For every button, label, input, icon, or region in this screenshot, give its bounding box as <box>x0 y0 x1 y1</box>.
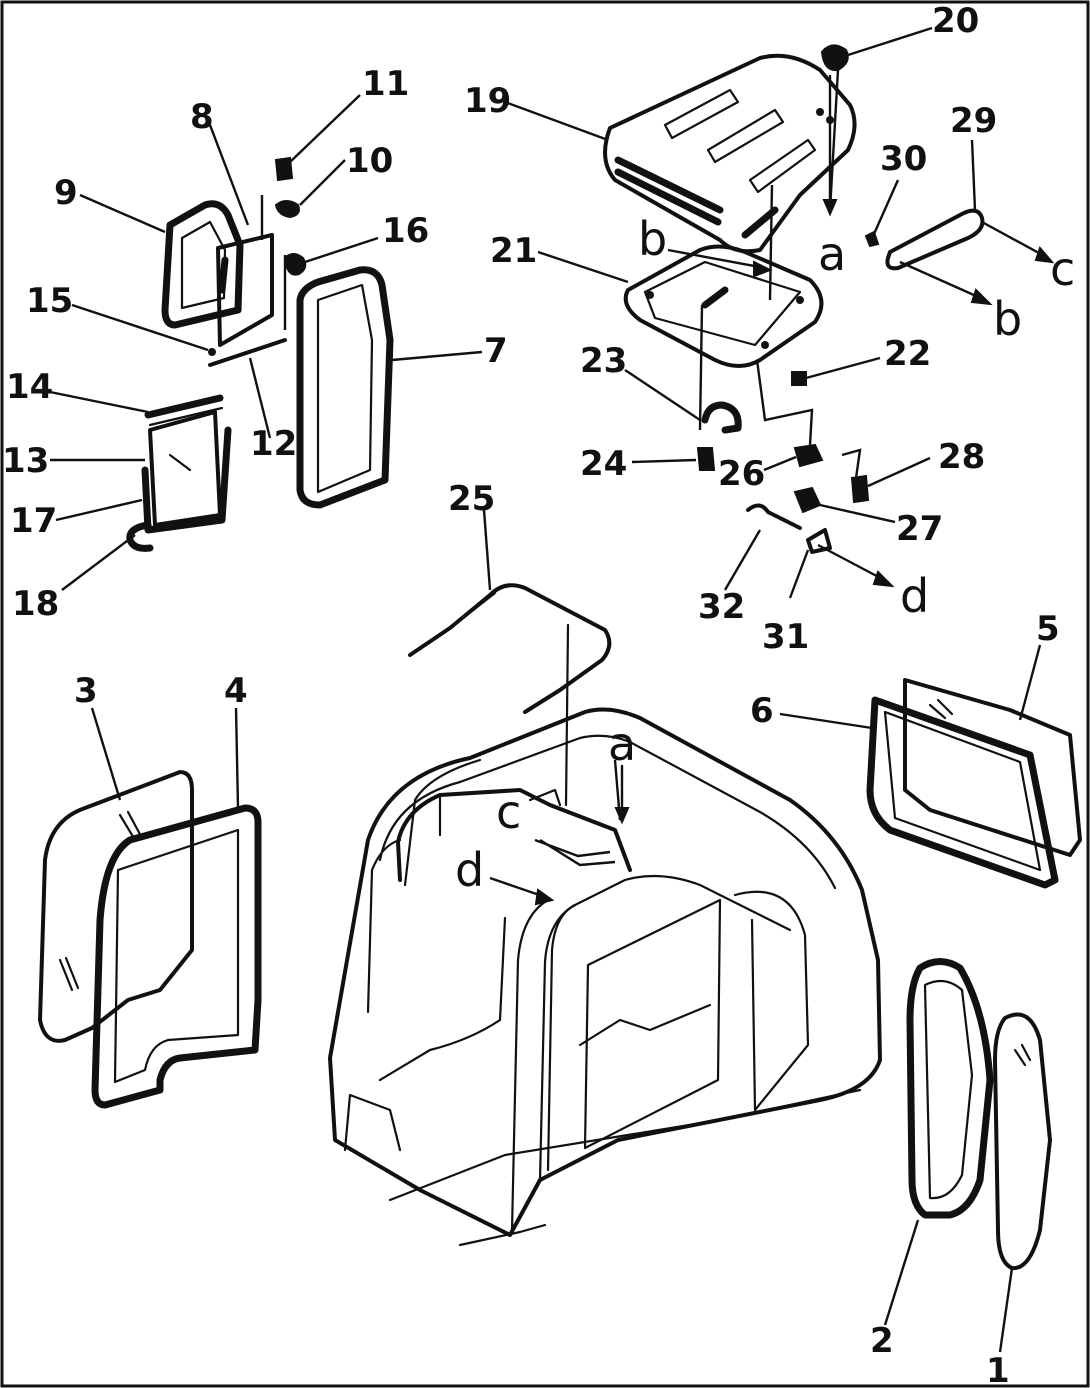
reference-letters: a b c b d a c d <box>455 212 1075 897</box>
part-22-screw <box>791 371 807 386</box>
part-2-weatherstrip <box>906 958 994 1219</box>
part-6-weatherstrip <box>866 696 1059 889</box>
callout-29: 29 <box>950 101 997 141</box>
ref-a-cab: a <box>608 717 636 771</box>
part-10-washer <box>274 200 300 219</box>
part-20-nut <box>820 44 849 72</box>
ref-arrows <box>489 75 1055 906</box>
callout-1: 1 <box>986 1351 1010 1388</box>
part-29-strut <box>885 208 985 271</box>
part-32-bolt <box>746 503 802 530</box>
part-13-glass <box>148 410 222 527</box>
callout-17: 17 <box>10 501 57 541</box>
part-26-latch <box>793 443 824 468</box>
part-19-hatch-cover <box>603 53 857 254</box>
callout-31: 31 <box>762 617 809 657</box>
callout-32: 32 <box>698 587 745 627</box>
part-31-bracket <box>806 528 832 554</box>
part-5-glass <box>903 678 1082 857</box>
callout-3: 3 <box>74 671 98 711</box>
part-16-knob <box>283 253 307 276</box>
callout-2: 2 <box>870 1321 894 1361</box>
callout-11: 11 <box>362 64 409 104</box>
part-23-handle <box>701 401 742 434</box>
part-30-pin <box>864 230 880 248</box>
callout-26: 26 <box>718 454 765 494</box>
ref-d-cab: d <box>455 843 484 897</box>
callout-27: 27 <box>896 509 943 549</box>
callout-6: 6 <box>750 691 774 731</box>
callout-8: 8 <box>190 97 214 137</box>
ref-b-top: b <box>638 212 667 266</box>
callout-4: 4 <box>224 671 248 711</box>
callout-28: 28 <box>938 437 985 477</box>
ref-c-right: c <box>1050 242 1075 296</box>
callout-22: 22 <box>884 334 931 374</box>
ref-c-cab: c <box>496 785 521 839</box>
callout-19: 19 <box>464 81 511 121</box>
part-25-handrail <box>408 583 612 807</box>
part-27-block <box>793 486 822 514</box>
part-17-seal <box>141 426 232 534</box>
part-14-channel <box>144 394 224 427</box>
callout-leaders <box>49 26 1042 1353</box>
callout-12: 12 <box>250 424 297 464</box>
callout-7: 7 <box>484 331 508 371</box>
construction-lines <box>539 69 862 867</box>
callout-20: 20 <box>932 1 979 41</box>
callout-16: 16 <box>382 211 429 251</box>
part-8-plate <box>216 233 274 347</box>
cab-body <box>328 707 882 1247</box>
part-15-screw <box>208 348 216 356</box>
ref-d-right: d <box>900 569 929 623</box>
part-28-bolt <box>850 474 870 504</box>
callout-5: 5 <box>1036 609 1060 649</box>
callout-15: 15 <box>26 281 73 321</box>
callout-18: 18 <box>12 584 59 624</box>
part-7-frame <box>296 266 394 509</box>
callout-25: 25 <box>448 479 495 519</box>
part-12-rod <box>208 338 287 367</box>
part-21-hatch-frame <box>623 206 824 368</box>
callout-30: 30 <box>880 139 927 179</box>
callout-23: 23 <box>580 341 627 381</box>
callout-13: 13 <box>2 441 49 481</box>
callout-21: 21 <box>490 231 537 271</box>
callout-10: 10 <box>346 141 393 181</box>
callout-9: 9 <box>54 173 78 213</box>
part-11-bolt <box>274 156 294 182</box>
part-8-axis <box>260 195 287 330</box>
part-1-glass <box>993 1012 1052 1271</box>
callout-14: 14 <box>6 367 53 407</box>
ref-a-top: a <box>818 227 846 281</box>
part-9-seal <box>161 200 244 329</box>
callout-labels: 1 2 3 4 5 6 7 8 9 10 11 12 13 14 15 16 1… <box>2 1 1060 1388</box>
callout-24: 24 <box>580 444 627 484</box>
part-4-weatherstrip <box>91 804 262 1109</box>
ref-b-right: b <box>993 292 1022 346</box>
part-24-bolt <box>696 447 716 471</box>
roof-frame <box>396 788 632 882</box>
